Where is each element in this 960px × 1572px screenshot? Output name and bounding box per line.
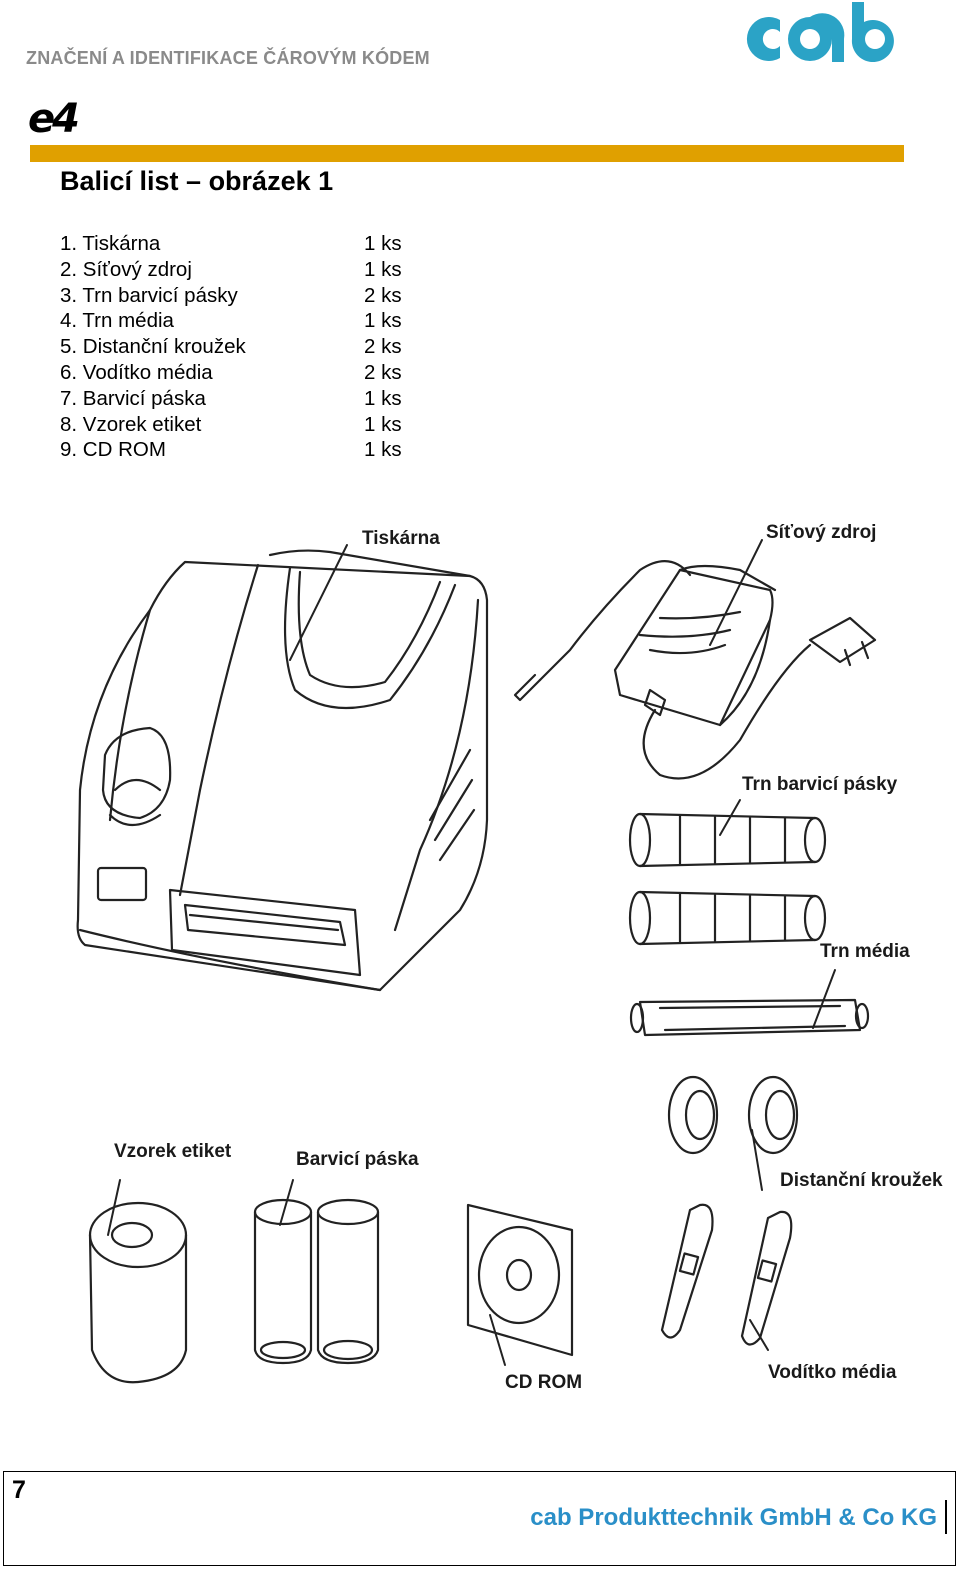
item-qty: 2 ks [364,335,402,359]
item-label: 5. Distanční kroužek [60,335,246,359]
model-logo: e4 [28,96,80,142]
label-label-sample: Vzorek etiket [114,1141,232,1162]
item-label: 1. Tiskárna [60,232,161,255]
company-name: cab Produkttechnik GmbH & Co KG [530,1504,937,1531]
item-qty: 1 ks [364,257,402,281]
item-label: 9. CD ROM [60,438,166,462]
ribbon-cores-drawing [628,812,827,946]
power-supply-drawing [513,560,877,780]
item-label: 6. Vodítko média [60,360,213,384]
footer-divider [945,1500,947,1534]
label-media-core: Trn média [820,941,910,962]
label-roll-drawing [88,1201,188,1384]
list-item: 9. CD ROM 1 ks [60,437,402,463]
ribbon-rolls-drawing [253,1198,380,1365]
list-item: 4. Trn média 1 ks [60,308,402,334]
label-media-guide: Vodítko média [768,1362,897,1383]
list-item: 3. Trn barvicí pásky 2 ks [60,283,402,309]
label-ribbon: Barvicí páska [296,1149,419,1170]
list-item: 2. Síťový zdroj 1 ks [60,257,402,283]
item-label: 7. Barvicí páska [60,386,206,410]
media-core-drawing [629,998,870,1037]
package-contents-figure: Tiskárna Síťový zdroj Trn barvicí pásky … [0,490,960,1430]
item-qty: 1 ks [364,309,402,333]
cab-logo [746,2,894,63]
spacer-rings-drawing [667,1075,799,1155]
label-printer: Tiskárna [362,528,440,549]
header-subtitle: ZNAČENÍ A IDENTIFIKACE ČÁROVÝM KÓDEM [26,48,430,68]
packing-list: 1. Tiskárna 1 ks 2. Síťový zdroj 1 ks 3. T… [60,231,402,463]
label-spacer-ring: Distanční kroužek [780,1170,943,1191]
item-label: 4. Trn média [60,309,174,333]
list-item: 6. Vodítko média 2 ks [60,360,402,386]
item-qty: 1 ks [364,386,402,410]
label-power-supply: Síťový zdroj [766,522,877,543]
list-item: 8. Vzorek etiket 1 ks [60,412,402,438]
list-item: 7. Barvicí páska 1 ks [60,386,402,412]
label-ribbon-core: Trn barvicí pásky [742,774,898,795]
item-qty: 2 ks [364,283,402,307]
cd-rom-drawing [466,1203,574,1357]
list-item: 1. Tiskárna 1 ks [60,231,402,257]
list-item: 5. Distanční kroužek 2 ks [60,334,402,360]
item-qty: 1 ks [364,412,402,436]
item-label: 2. Síťový zdroj [60,257,192,281]
label-cd-rom: CD ROM [505,1372,583,1393]
header-divider-bar [30,145,904,162]
media-guides-drawing [660,1203,793,1346]
item-qty: 1 ks [364,232,402,255]
item-label: 3. Trn barvicí pásky [60,283,238,307]
page-footer: 7 cab Produkttechnik GmbH & Co KG [3,1471,956,1566]
page-title: Balicí list – obrázek 1 [60,166,334,196]
item-qty: 1 ks [364,438,402,462]
item-qty: 2 ks [364,360,402,384]
page-number: 7 [12,1476,26,1504]
printer-drawing [76,549,489,992]
item-label: 8. Vzorek etiket [60,412,202,436]
